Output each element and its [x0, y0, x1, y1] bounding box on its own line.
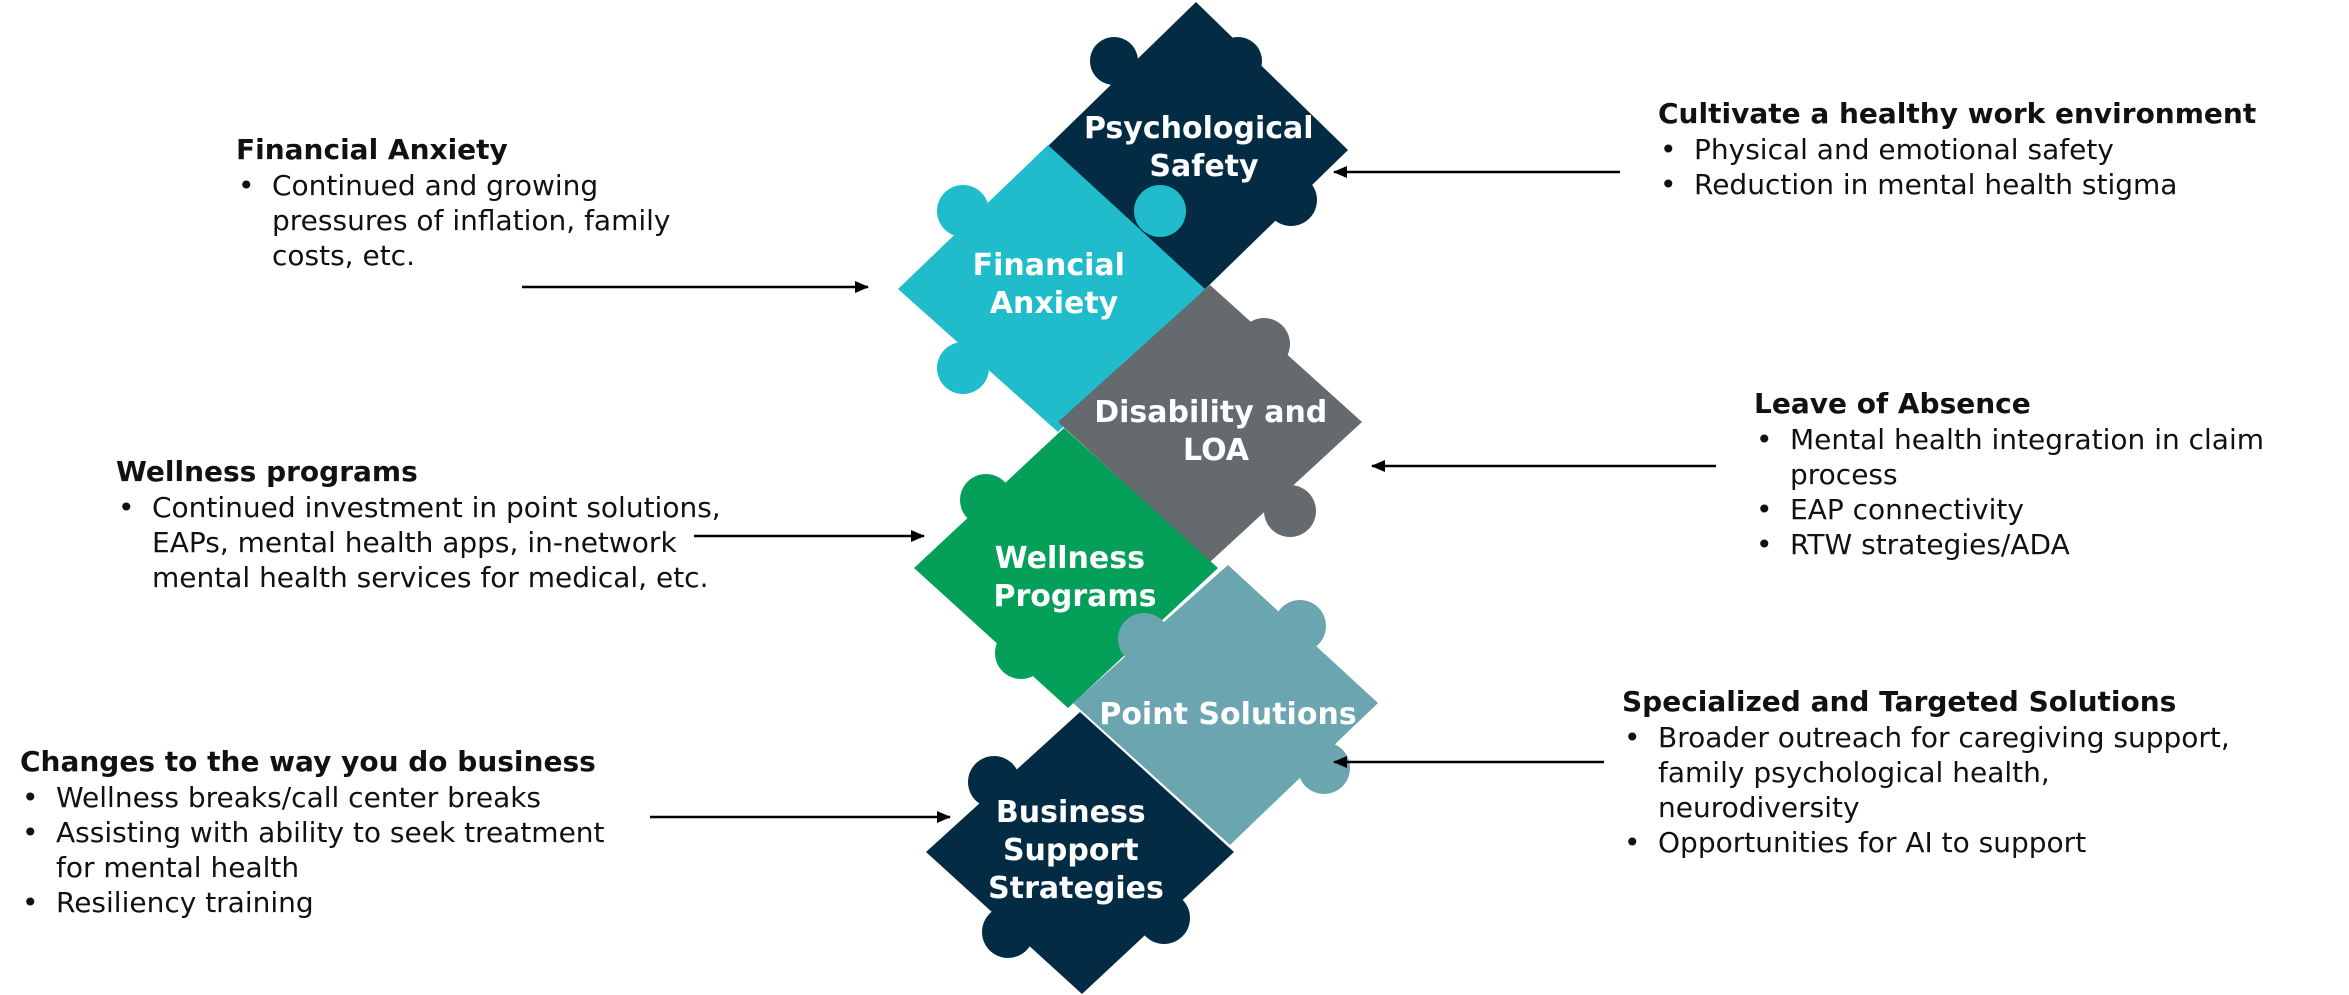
- piece-business-support: Business Support Strategies: [926, 712, 1234, 994]
- callout-leave-bullet-3: RTW strategies/ADA: [1754, 527, 2349, 562]
- callout-culture-heading: Cultivate a healthy work environment: [1658, 97, 2257, 130]
- callout-culture: Cultivate a healthy work environment Phy…: [1658, 96, 2318, 202]
- callout-specialized-heading: Specialized and Targeted Solutions: [1622, 685, 2177, 718]
- piece-financial-label-2: Anxiety: [990, 286, 1119, 321]
- svg-text:Disability and LOA: Disability and LOA: [1094, 395, 1337, 468]
- callout-specialized: Specialized and Targeted Solutions Broad…: [1622, 684, 2242, 860]
- arrows: [522, 166, 1716, 823]
- piece-psychological-label-1: Psychological: [1084, 111, 1314, 146]
- callout-wellness-bullet-1: Continued investment in point solutions,…: [116, 490, 756, 595]
- callout-specialized-bullet-1: Broader outreach for caregiving support,…: [1622, 720, 2242, 825]
- callout-financial-bullet-1: Continued and growing pressures of infla…: [236, 168, 726, 273]
- callout-culture-bullet-2: Reduction in mental health stigma: [1658, 167, 2318, 202]
- piece-point-label: Point Solutions: [1099, 697, 1356, 732]
- callout-specialized-list: Broader outreach for caregiving support,…: [1622, 720, 2242, 860]
- piece-point-solutions: Point Solutions: [1073, 565, 1378, 845]
- callout-business-heading: Changes to the way you do business: [20, 745, 596, 778]
- callout-business: Changes to the way you do business Welln…: [20, 744, 640, 920]
- callout-leave-of-absence: Leave of Absence Mental health integrati…: [1754, 386, 2349, 562]
- piece-disability-label-2: LOA: [1183, 433, 1250, 468]
- piece-wellness-label-2: Programs: [993, 579, 1156, 614]
- piece-disability-label-1: Disability and: [1094, 395, 1327, 430]
- callout-business-bullet-2: Assisting with ability to seek treatment…: [20, 815, 640, 885]
- callout-business-bullet-1: Wellness breaks/call center breaks: [20, 780, 640, 815]
- piece-wellness-label-1: Wellness: [995, 541, 1145, 576]
- callout-wellness-list: Continued investment in point solutions,…: [116, 490, 756, 595]
- callout-culture-list: Physical and emotional safety Reduction …: [1658, 132, 2318, 202]
- svg-text:Business Support S: Business Support Strategies: [988, 795, 1164, 906]
- callout-wellness-programs: Wellness programs Continued investment i…: [116, 454, 756, 595]
- piece-business-label-3: Strategies: [988, 871, 1164, 906]
- callout-wellness-heading: Wellness programs: [116, 455, 418, 488]
- callout-financial-list: Continued and growing pressures of infla…: [236, 168, 726, 273]
- callout-financial-heading: Financial Anxiety: [236, 133, 508, 166]
- callout-business-bullet-3: Resiliency training: [20, 885, 640, 920]
- callout-culture-bullet-1: Physical and emotional safety: [1658, 132, 2318, 167]
- svg-text:Psychological Safety: Psychological Safety: [1084, 111, 1324, 184]
- piece-psychological-label-2: Safety: [1149, 149, 1259, 184]
- callout-leave-list: Mental health integration in claim proce…: [1754, 422, 2349, 562]
- callout-leave-bullet-1: Mental health integration in claim proce…: [1754, 422, 2349, 492]
- callout-business-list: Wellness breaks/call center breaks Assis…: [20, 780, 640, 920]
- callout-leave-heading: Leave of Absence: [1754, 387, 2031, 420]
- piece-business-label-2: Support: [1003, 833, 1139, 868]
- piece-business-label-1: Business: [996, 795, 1146, 830]
- callout-financial-anxiety: Financial Anxiety Continued and growing …: [236, 132, 726, 273]
- callout-leave-bullet-2: EAP connectivity: [1754, 492, 2349, 527]
- svg-text:Wellness Programs: Wellness Programs: [993, 541, 1156, 614]
- piece-financial-label-1: Financial: [973, 248, 1125, 283]
- callout-specialized-bullet-2: Opportunities for AI to support: [1622, 825, 2242, 860]
- svg-text:Financial Anxiety: Financial Anxiety: [973, 248, 1136, 321]
